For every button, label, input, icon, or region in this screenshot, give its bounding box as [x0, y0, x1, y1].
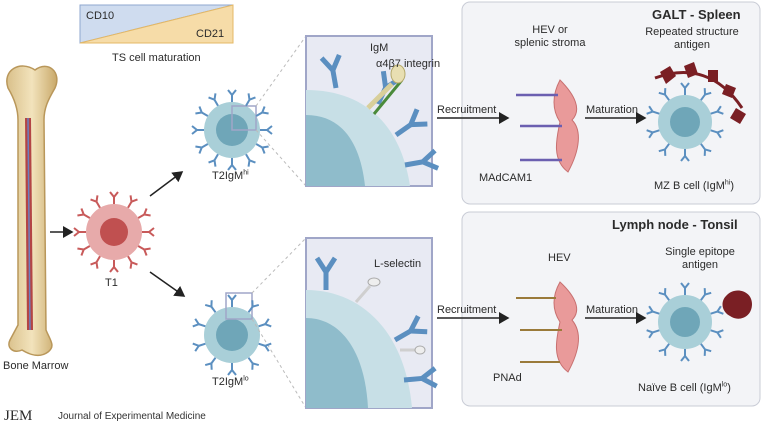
- lymph-hev-label: HEV: [548, 252, 571, 264]
- antibody-icon: [256, 338, 273, 353]
- naive-b-cell-label: Naïve B cell (IgMlo): [638, 381, 731, 394]
- zoom-panel-top: [305, 35, 438, 187]
- antibody-icon: [227, 89, 237, 103]
- antibody-icon: [109, 191, 119, 205]
- integrin-label: α4β7 integrin: [376, 58, 441, 70]
- galt-recruitment-label: Recruitment: [437, 104, 497, 116]
- maturation-bar: [79, 4, 234, 44]
- pnad-label: PNAd: [493, 372, 522, 384]
- antibody-icon: [191, 338, 208, 353]
- antibody-icon: [256, 317, 273, 332]
- lymph-maturation-label: Maturation: [586, 304, 638, 316]
- cd21-label: CD21: [196, 28, 225, 40]
- t2-igm-hi-cell: [204, 102, 260, 158]
- antibody-icon: [227, 157, 237, 171]
- igm-label: IgM: [370, 42, 389, 54]
- bone-marrow-illustration: [6, 65, 58, 357]
- zoom-connectors: [251, 35, 307, 409]
- l-selectin-label: L-selectin: [374, 258, 422, 270]
- lymph-recruitment-label: Recruitment: [437, 304, 497, 316]
- lymph-antigen-label: Single epitope antigen: [665, 246, 735, 271]
- antibody-icon: [191, 125, 205, 135]
- lymph-title: Lymph node - Tonsil: [612, 217, 738, 232]
- maturation-caption: TS cell maturation: [112, 52, 201, 64]
- t2-hi-label: T2IgMhi: [212, 169, 249, 182]
- bone-marrow-label: Bone Marrow: [3, 360, 69, 372]
- madcam1-label: MAdCAM1: [479, 172, 533, 184]
- antibody-icon: [109, 259, 119, 273]
- t1-label: T1: [105, 277, 118, 289]
- cd10-label: CD10: [86, 10, 115, 22]
- t2-lo-label: T2IgMlo: [212, 375, 249, 388]
- zoom-panel-bottom: [305, 237, 437, 409]
- mz-b-cell-label: MZ B cell (IgMhi): [654, 179, 735, 192]
- antibody-icon: [227, 294, 237, 308]
- galt-antigen-label: Repeated structure antigen: [645, 26, 739, 51]
- journal-name: Journal of Experimental Medicine: [58, 411, 206, 422]
- t2-igm-lo-cell: [204, 292, 260, 363]
- galt-maturation-label: Maturation: [586, 104, 638, 116]
- antibody-icon: [191, 317, 208, 332]
- galt-title: GALT - Spleen: [652, 7, 741, 22]
- antibody-icon: [141, 227, 155, 237]
- arrow-t1-to-t2hi: [149, 171, 184, 197]
- antibody-icon: [227, 362, 237, 376]
- antibody-icon: [73, 227, 87, 237]
- t1-cell: [86, 204, 142, 260]
- arrow-t1-to-t2lo: [149, 271, 186, 297]
- antibody-icon: [259, 125, 273, 135]
- jem-logo: JEM: [4, 408, 33, 424]
- galt-hev-label: HEV or splenic stroma: [514, 24, 586, 49]
